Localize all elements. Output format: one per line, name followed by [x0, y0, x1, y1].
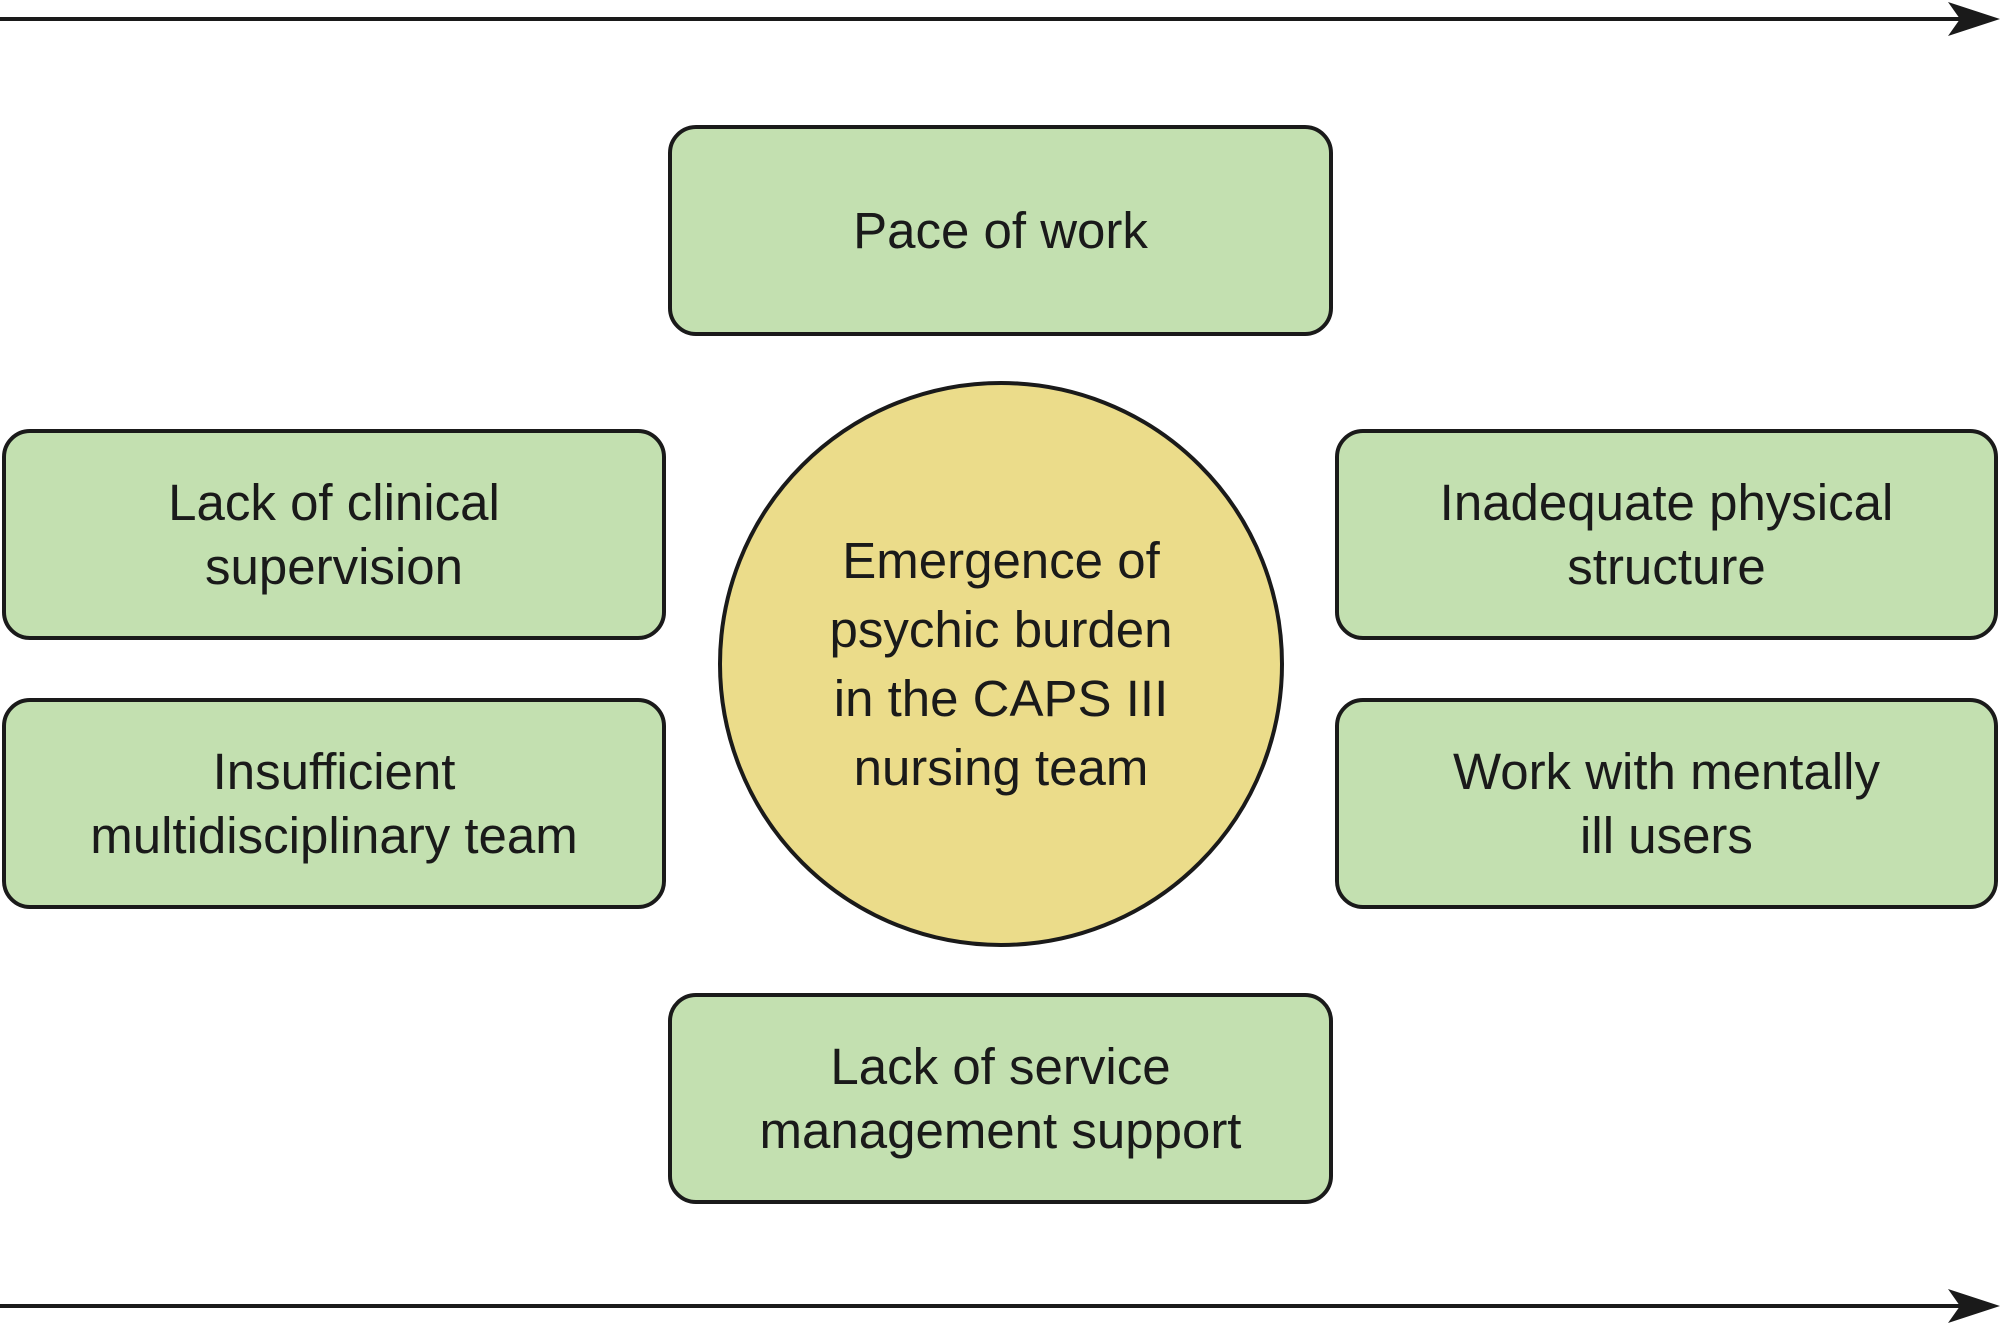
factor-box-multidisciplinary-team: Insufficient multidisciplinary team: [2, 698, 666, 909]
factor-label-line: Work with mentally: [1452, 742, 1880, 800]
top-timeline-arrow: [0, 2, 2000, 36]
factor-box-mentally-ill-users: Work with mentally ill users: [1335, 698, 1998, 909]
center-circle: Emergence of psychic burden in the CAPS …: [718, 381, 1284, 947]
factor-label: Work with mentally ill users: [1453, 740, 1880, 868]
factor-label: Insufficient multidisciplinary team: [90, 740, 578, 868]
center-label: Emergence of psychic burden in the CAPS …: [829, 526, 1172, 802]
factor-label: Lack of service management support: [760, 1035, 1242, 1163]
center-label-line: nursing team: [853, 739, 1149, 796]
factor-box-physical-structure: Inadequate physical structure: [1335, 429, 1998, 640]
factor-label-line: Lack of service: [830, 1037, 1171, 1095]
factor-label: Lack of clinical supervision: [168, 471, 500, 599]
center-label-line: Emergence of: [842, 532, 1160, 589]
factor-label-line: Insufficient: [212, 742, 456, 800]
factor-label-line: Inadequate physical: [1439, 473, 1894, 531]
center-label-line: psychic burden: [829, 601, 1173, 658]
factor-box-management-support: Lack of service management support: [668, 993, 1333, 1204]
center-label-line: in the CAPS III: [833, 670, 1169, 727]
factor-label-line: Lack of clinical: [168, 473, 500, 531]
factor-label-line: ill users: [1580, 806, 1753, 864]
factor-label-line: structure: [1567, 537, 1766, 595]
bottom-timeline-arrow: [0, 1289, 2000, 1323]
factor-label-line: management support: [759, 1101, 1242, 1159]
factor-label: Inadequate physical structure: [1440, 471, 1894, 599]
factor-label-line: supervision: [205, 537, 463, 595]
factor-box-clinical-supervision: Lack of clinical supervision: [2, 429, 666, 640]
factor-label-line: multidisciplinary team: [90, 806, 578, 864]
factor-label: Pace of work: [853, 199, 1148, 263]
factor-label-line: Pace of work: [853, 201, 1148, 259]
factor-box-pace-of-work: Pace of work: [668, 125, 1333, 336]
